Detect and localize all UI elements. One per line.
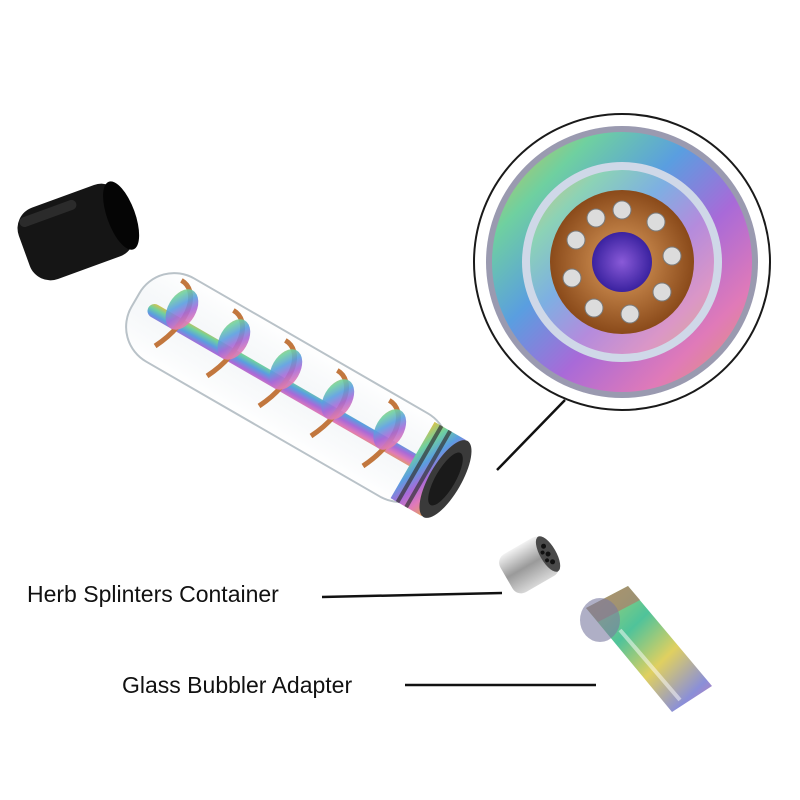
label-herb-splinters-container: Herb Splinters Container	[27, 581, 279, 607]
glass-tube-with-spiral	[125, 272, 472, 518]
zoom-leader-line	[496, 399, 566, 471]
spiral-fins	[153, 278, 407, 469]
herb-leader-line	[321, 591, 503, 599]
zoom-inset	[473, 113, 771, 411]
screen-holes	[562, 200, 682, 324]
metal-end-fitting	[390, 421, 472, 518]
herb-screen	[499, 536, 561, 594]
bubbler-adapter	[580, 586, 712, 712]
black-cap	[17, 181, 140, 281]
label-glass-bubbler-adapter: Glass Bubbler Adapter	[122, 672, 353, 698]
